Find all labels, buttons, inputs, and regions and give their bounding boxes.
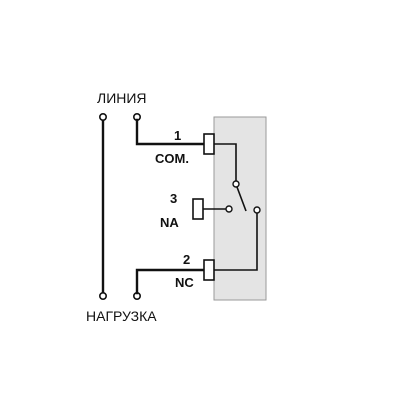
com-terminal-label: COM. — [155, 151, 189, 166]
com-terminal-block — [203, 133, 215, 155]
com-internal-lead — [214, 143, 237, 181]
na-terminal-block — [192, 198, 204, 220]
nc-contact — [253, 206, 261, 214]
switch-pivot — [232, 180, 240, 188]
line-label: ЛИНИЯ — [97, 90, 147, 106]
com-wire — [135, 118, 206, 146]
nc-terminal-block — [203, 259, 215, 281]
na-contact — [225, 205, 233, 213]
nc-internal-lead — [214, 213, 258, 271]
nc-terminal-number: 2 — [183, 252, 190, 267]
na-terminal-label: NA — [160, 215, 179, 230]
load-label: НАГРУЗКА — [86, 308, 157, 324]
line-terminal-left — [99, 113, 108, 122]
load-terminal-left — [99, 291, 108, 300]
nc-wire — [135, 268, 206, 295]
com-terminal-number: 1 — [174, 128, 181, 143]
na-terminal-number: 3 — [170, 191, 177, 206]
nc-terminal-label: NC — [175, 275, 194, 290]
switch-blade — [236, 186, 247, 212]
